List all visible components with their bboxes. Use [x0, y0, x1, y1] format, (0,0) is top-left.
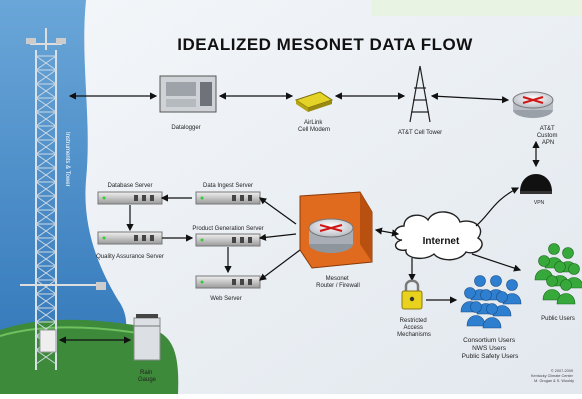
- datalogger-icon: [159, 75, 217, 113]
- top-right-strip: [372, 0, 582, 16]
- apn-label: AT&T Custom APN: [537, 126, 559, 146]
- lock-icon: [401, 279, 423, 310]
- mesonet-router-firewall-icon: [299, 191, 373, 269]
- person-figure: [466, 301, 486, 327]
- web-server-icon: [195, 275, 261, 289]
- web-server-label: Web Server: [210, 296, 242, 302]
- vpn-gateway-icon: [520, 174, 552, 194]
- tower-label: Instruments & Tower: [64, 132, 70, 187]
- consortium-users-label: Consortium Users NWS Users Public Safety…: [462, 337, 519, 360]
- data-ingest-server-icon: [195, 191, 261, 205]
- product-generation-server-label: Product Generation Server: [192, 226, 263, 232]
- cell-tower-label: AT&T Cell Tower: [398, 130, 442, 136]
- data-ingest-server-label: Data Ingest Server: [203, 183, 253, 189]
- cell-tower-icon: [409, 65, 431, 123]
- public-users-label: Public Users: [541, 316, 575, 322]
- datalogger-label: Datalogger: [171, 125, 200, 131]
- quality-assurance-server-label: Quality Assurance Server: [96, 254, 164, 260]
- weather-tower: [20, 28, 106, 370]
- public-users-icon: [534, 243, 582, 305]
- rain-gauge-icon: [133, 314, 161, 361]
- database-server-icon: [97, 191, 163, 205]
- credit-text: © 2007-2009 Kentucky Climate Center M. G…: [531, 369, 574, 383]
- apn-router-icon: [512, 91, 554, 118]
- internet-label: Internet: [423, 236, 460, 247]
- vpn-label: VPN: [534, 200, 545, 206]
- consortium-users-icon: [460, 275, 522, 329]
- database-server-label: Database Server: [107, 183, 152, 189]
- product-generation-server-icon: [195, 233, 261, 247]
- cell-modem-label: AirLink Cell Modem: [298, 120, 330, 133]
- diagram-title: IDEALIZED MESONET DATA FLOW: [177, 35, 473, 54]
- quality-assurance-server-icon: [97, 231, 163, 245]
- cell-modem-icon: [294, 91, 334, 112]
- internet-cloud-icon: [394, 211, 483, 261]
- restricted-access-label: Restricted Access Mechanisms: [397, 318, 431, 338]
- sky-region: [0, 0, 127, 394]
- rain-gauge-label: Rain Gauge: [138, 370, 157, 383]
- person-figure: [556, 279, 576, 305]
- router-label: Mesonet Router / Firewall: [316, 276, 360, 289]
- person-figure: [482, 303, 502, 329]
